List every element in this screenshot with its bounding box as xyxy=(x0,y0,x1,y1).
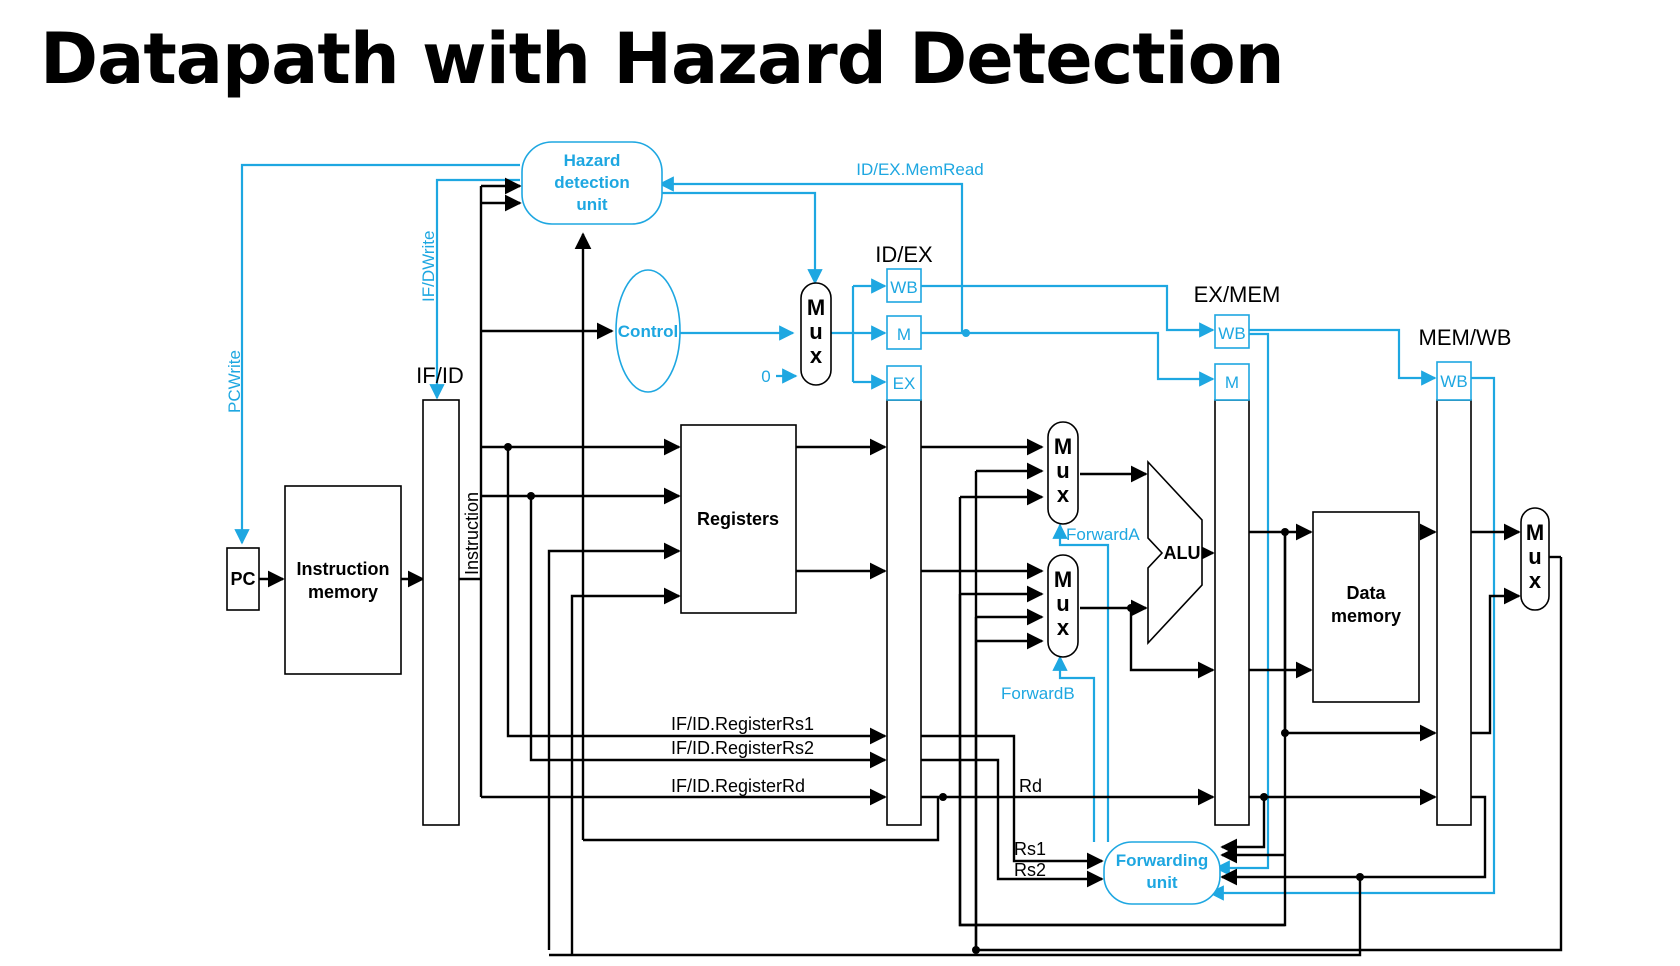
rs2-field-label: IF/ID.RegisterRs2 xyxy=(671,738,814,758)
svg-text:M: M xyxy=(1526,520,1544,545)
junction-dots xyxy=(504,443,1364,954)
rd-field-label: IF/ID.RegisterRd xyxy=(671,776,805,796)
instruction-memory-label-2: memory xyxy=(308,582,378,602)
writeback-mux xyxy=(1520,507,1550,611)
ex-mem-register xyxy=(1214,399,1250,826)
rs1-label: Rs1 xyxy=(1014,839,1046,859)
svg-text:M: M xyxy=(1054,567,1072,592)
id-ex-m-field xyxy=(886,315,922,350)
svg-text:M: M xyxy=(807,295,825,320)
instruction-memory xyxy=(284,485,402,675)
svg-text:x: x xyxy=(1057,482,1070,507)
svg-text:u: u xyxy=(1056,591,1069,616)
svg-text:WB: WB xyxy=(890,278,917,297)
svg-text:M: M xyxy=(1054,434,1072,459)
id-ex-ex-field xyxy=(886,365,922,401)
svg-text:x: x xyxy=(1057,615,1070,640)
memread-junction xyxy=(962,329,970,337)
instruction-memory-label-1: Instruction xyxy=(297,559,390,579)
svg-text:u: u xyxy=(809,319,822,344)
stall-select-wire xyxy=(660,191,823,285)
rs1-field-label: IF/ID.RegisterRs1 xyxy=(671,714,814,734)
alu-label: ALU xyxy=(1164,543,1201,563)
svg-text:M: M xyxy=(1225,373,1239,392)
forwarding-label-2: unit xyxy=(1146,873,1177,892)
svg-text:WB: WB xyxy=(1218,324,1245,343)
ex-mem-wb-field xyxy=(1214,314,1250,349)
svg-text:u: u xyxy=(1056,458,1069,483)
id-ex-wb-field xyxy=(886,268,922,303)
mem-wb-register xyxy=(1436,399,1472,826)
svg-text:EX: EX xyxy=(893,374,916,393)
svg-text:u: u xyxy=(1528,544,1541,569)
forward-b-mux xyxy=(1047,554,1079,658)
alu xyxy=(1147,459,1203,646)
ex-mem-label: EX/MEM xyxy=(1194,282,1281,307)
instruction-label: Instruction xyxy=(462,492,482,575)
pc-label: PC xyxy=(230,569,255,589)
control-wires xyxy=(234,163,1496,901)
forwarding-label-1: Forwarding xyxy=(1116,851,1209,870)
memread-wire xyxy=(658,176,964,333)
rs2-label: Rs2 xyxy=(1014,860,1046,880)
forwarda-wire xyxy=(1052,523,1110,842)
hazard-detection-unit xyxy=(521,141,663,225)
forwarding-unit xyxy=(1103,841,1221,905)
pcwrite-wire xyxy=(234,163,520,545)
id-ex-label: ID/EX xyxy=(875,242,933,267)
rd-label: Rd xyxy=(1019,776,1042,796)
stall-mux xyxy=(800,282,832,386)
mem-wb-wb-field xyxy=(1436,361,1472,401)
hazard-label-2: detection xyxy=(554,173,630,192)
data-memory-label-2: memory xyxy=(1331,606,1401,626)
pc-register xyxy=(226,547,260,611)
data-memory xyxy=(1312,511,1420,703)
hazard-label-3: unit xyxy=(576,195,607,214)
control-label: Control xyxy=(618,322,678,341)
memread-label: ID/EX.MemRead xyxy=(856,160,984,179)
control-unit xyxy=(615,269,681,393)
forwarda-label: ForwardA xyxy=(1066,525,1140,544)
id-ex-register xyxy=(886,399,922,826)
data-memory-label-1: Data xyxy=(1346,583,1386,603)
zero-label: 0 xyxy=(761,367,770,386)
forwardb-wire xyxy=(1052,655,1096,842)
ex-mem-m-field xyxy=(1214,363,1250,401)
datapath-wires xyxy=(259,177,1563,957)
svg-text:M: M xyxy=(897,325,911,344)
if-dwrite-label: IF/DWrite xyxy=(419,231,438,302)
mem-wb-label: MEM/WB xyxy=(1419,325,1512,350)
svg-text:x: x xyxy=(810,343,823,368)
registers-label: Registers xyxy=(697,509,779,529)
page-title: Datapath with Hazard Detection xyxy=(40,18,1285,100)
forward-a-mux xyxy=(1047,421,1079,525)
hazard-label-1: Hazard xyxy=(564,151,621,170)
svg-text:x: x xyxy=(1529,568,1542,593)
if-id-label: IF/ID xyxy=(416,363,464,388)
if-id-register xyxy=(422,399,460,826)
forwardb-label: ForwardB xyxy=(1001,684,1075,703)
register-file xyxy=(680,424,797,614)
svg-text:WB: WB xyxy=(1440,372,1467,391)
pcwrite-label: PCWrite xyxy=(225,350,244,413)
if-dwrite-wire xyxy=(429,178,520,400)
